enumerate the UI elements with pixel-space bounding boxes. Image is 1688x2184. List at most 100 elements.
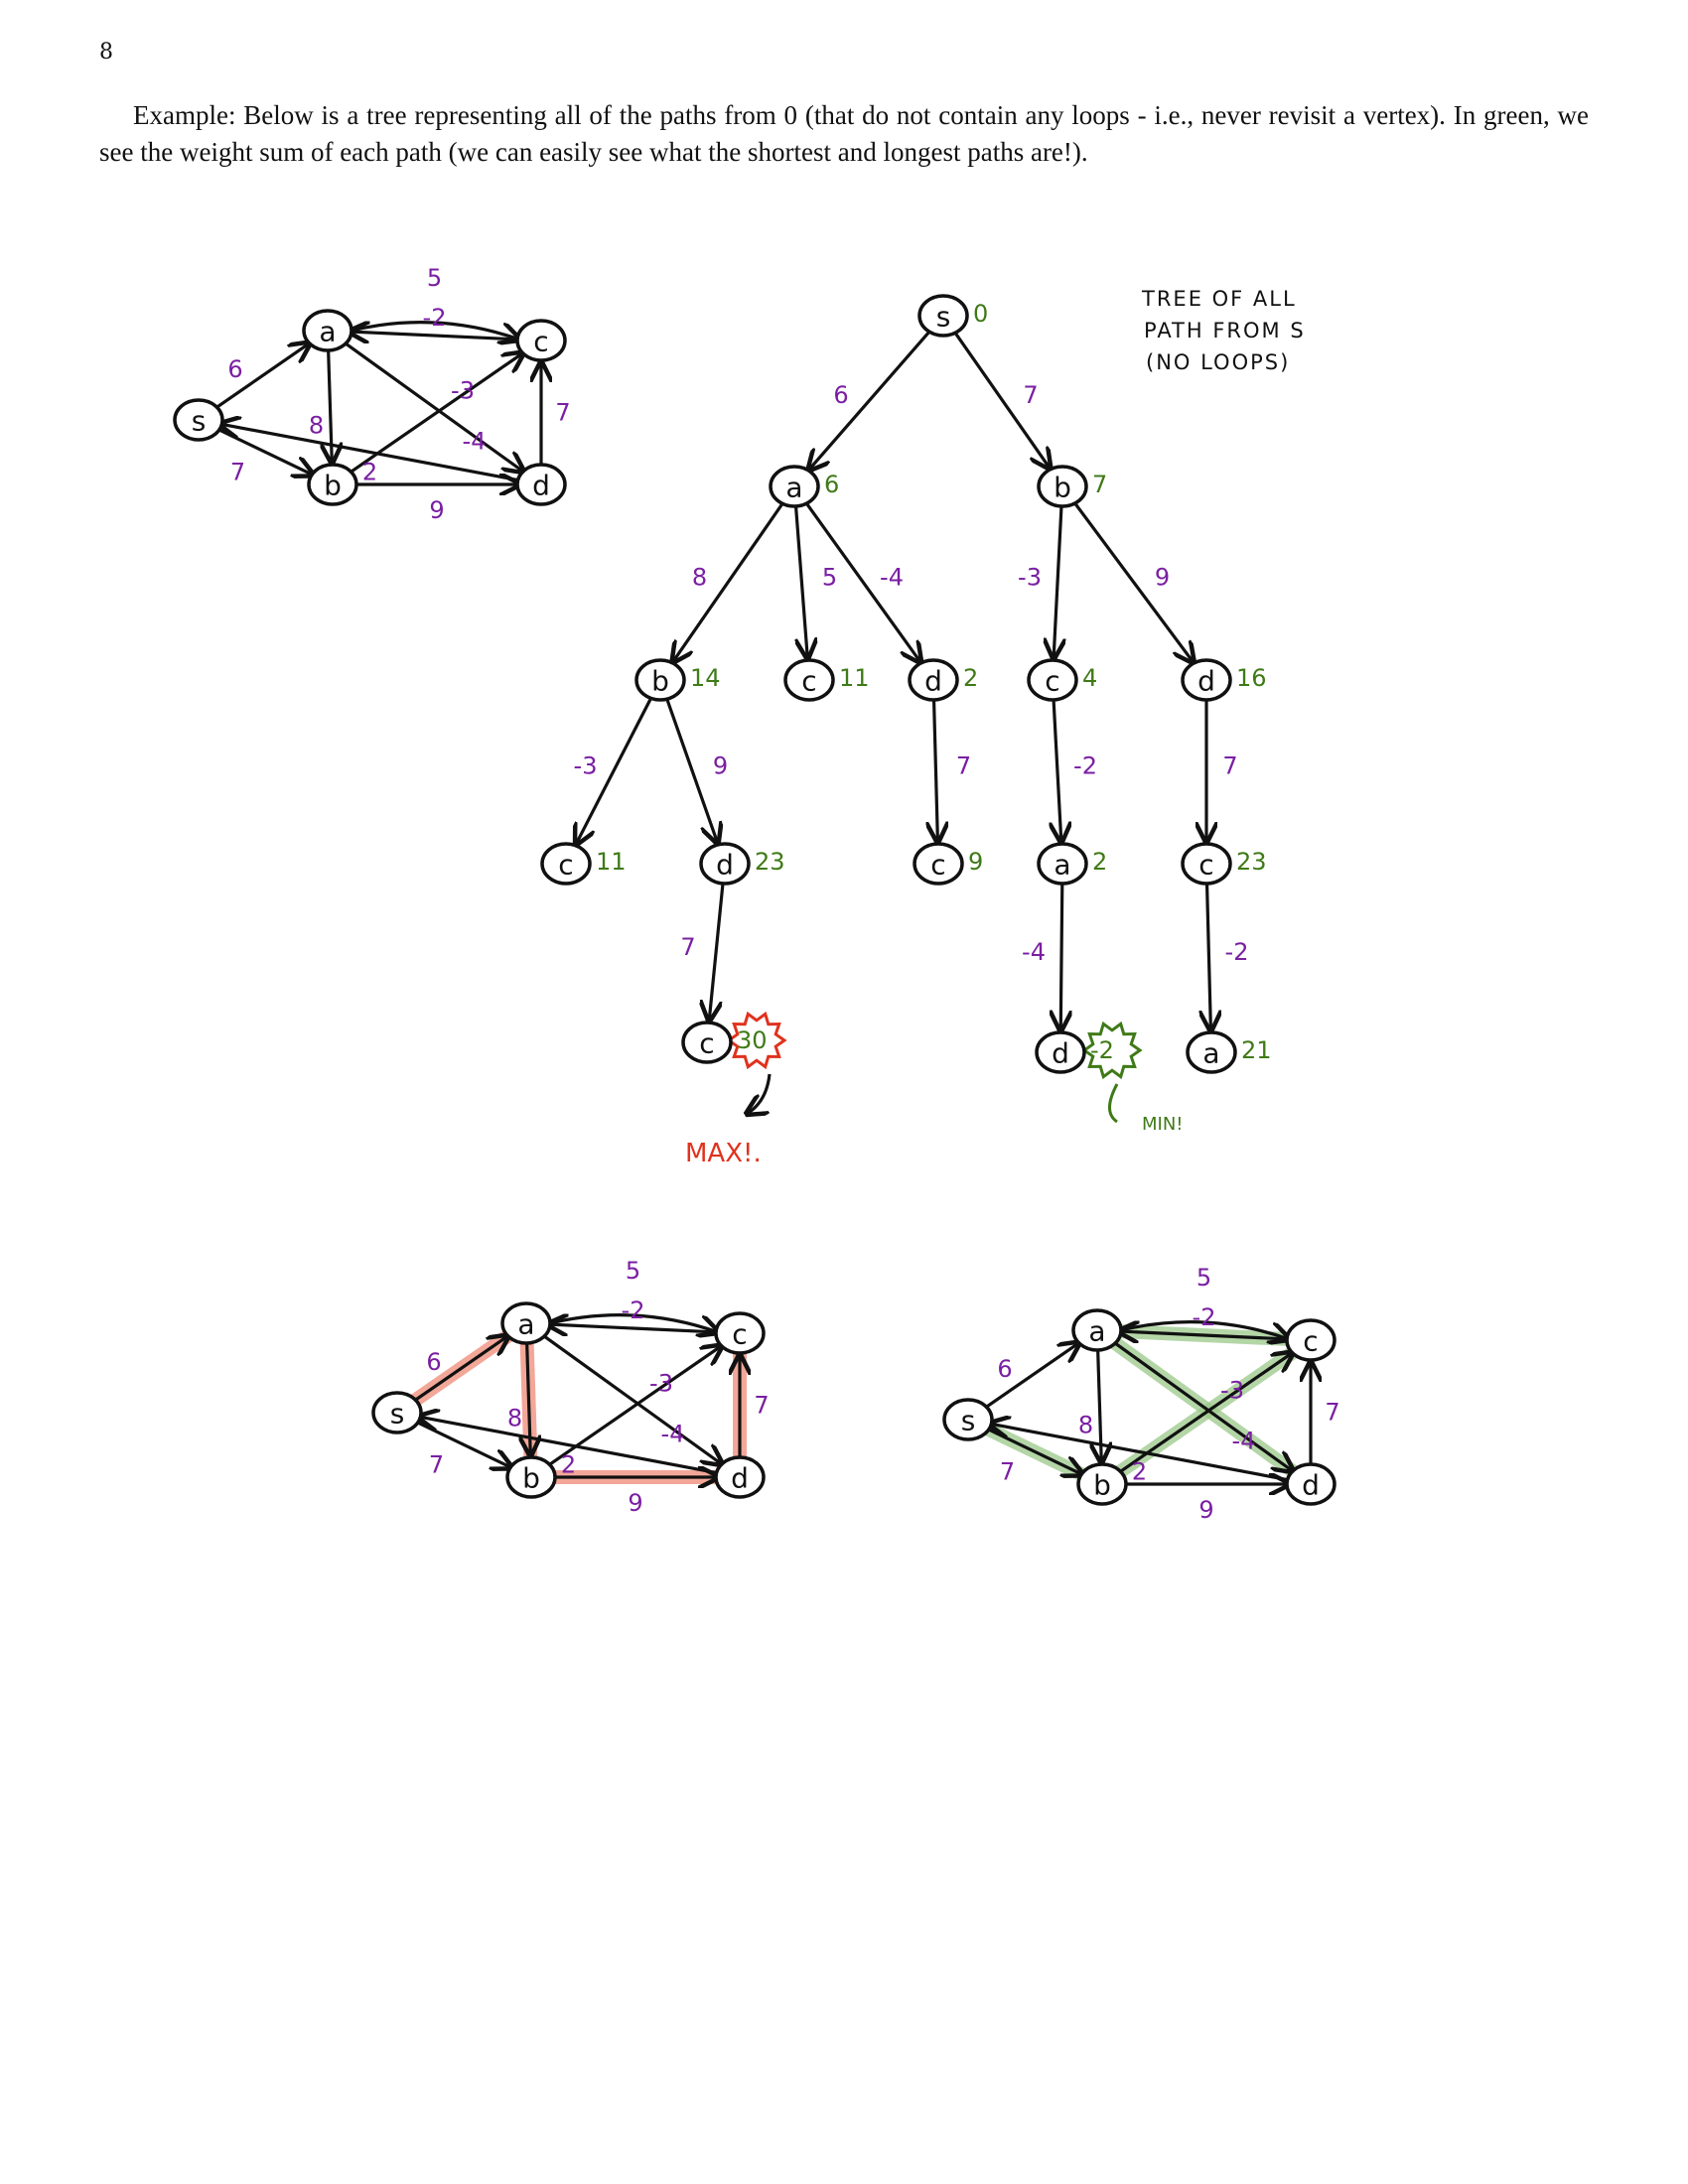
intro-paragraph: Example: Below is a tree representing al… — [99, 100, 1589, 167]
highlight-layer — [390, 1011, 1318, 1491]
max-pointer — [747, 1073, 772, 1114]
tree-sum-t_abdc: 30 — [737, 1026, 768, 1054]
tree-node-t_ac-circle — [783, 658, 835, 702]
graph-top-weight-bd: 9 — [429, 496, 444, 524]
tree-sum-t_bcad: -2 — [1090, 1036, 1114, 1064]
graph-top-node-d-circle — [515, 463, 567, 506]
graph-max-node-s-circle — [371, 1391, 423, 1434]
tree-node-t_bdca-label: a — [1202, 1037, 1219, 1070]
tree-sum-t_bdca: 21 — [1241, 1036, 1272, 1064]
tree-node-t_b-circle — [1037, 465, 1088, 508]
tree-node-t_bdc-label: c — [1198, 849, 1213, 882]
tree-weight-t_s-t_b: 7 — [1023, 381, 1038, 409]
tree-weight-t_bdc-t_bdca: -2 — [1225, 938, 1249, 966]
tree-sum-t_s: 0 — [973, 300, 988, 328]
tree-weight-t_a-t_ab: 8 — [692, 564, 707, 592]
graph-top-weight-ac: 5 — [427, 264, 442, 292]
tree-edge-t_a-t_ad — [804, 501, 921, 662]
graph-top-weight-ca: -2 — [423, 304, 447, 332]
tree-node-t_adc-label: c — [930, 849, 945, 882]
tree-node-t_s-circle — [917, 294, 969, 338]
graph-min-weight-bc: -3 — [1220, 1377, 1244, 1405]
tree-edge-t_a-t_ab — [673, 501, 784, 661]
tree-node-t_bc-circle — [1027, 658, 1078, 702]
graph-min-edge-ds — [990, 1424, 1292, 1482]
tree-node-t_bdc-circle — [1181, 842, 1232, 886]
graph-max-weight-ds: 2 — [561, 1451, 576, 1479]
tree-node-t_abc-label: c — [558, 849, 573, 882]
graph-min-edge-sa — [983, 1343, 1078, 1410]
tree-note-line-1: PATH FROM S — [1144, 319, 1306, 342]
tree-node-t_ab-circle — [634, 658, 686, 702]
tree-sum-t_abd: 23 — [755, 848, 785, 876]
graph-max-edge-bc — [546, 1346, 721, 1467]
graph-max-node-c-circle — [714, 1311, 766, 1355]
tree-node-t_b-label: b — [1054, 472, 1071, 504]
tree-note-line-0: TREE OF ALL — [1141, 287, 1297, 311]
graph-max-weight-bc: -3 — [649, 1370, 673, 1398]
graph-min-weight-bd: 9 — [1198, 1496, 1213, 1524]
graph-top-edge-ad — [343, 341, 523, 472]
graph-top-weight-ad: -4 — [463, 428, 487, 456]
graph-min-node-b-circle — [1076, 1462, 1128, 1506]
tree-edge-t_bdc-t_bdca — [1207, 883, 1211, 1030]
tree-edge-t_ad-t_adc — [934, 699, 938, 842]
graph-max-node-s-label: s — [390, 1398, 405, 1431]
tree-edge-t_ab-t_abc — [576, 697, 653, 845]
tree-node-t_bd-label: d — [1197, 665, 1215, 698]
graph-max-node-b-circle — [505, 1455, 557, 1499]
tree-weight-t_bd-t_bdc: 7 — [1222, 752, 1237, 780]
tree-node-t_bca-label: a — [1054, 849, 1070, 882]
graph-max-weight-dc: 7 — [754, 1392, 769, 1420]
labels-layer: 675-28-4-3972sabcd675-28-4-3972sabcd675-… — [192, 264, 1340, 1524]
tree-note-line-2: (NO LOOPS) — [1146, 350, 1290, 374]
tree-node-t_bcad-label: d — [1052, 1037, 1069, 1070]
tree-edge-t_s-t_b — [953, 331, 1050, 469]
tree-sum-t_ab: 14 — [690, 664, 721, 692]
graph-top-node-c-circle — [515, 319, 567, 362]
graph-top-node-d-label: d — [532, 470, 550, 502]
tree-edge-t_bca-t_bcad — [1060, 883, 1062, 1030]
tree-sum-t_bca: 2 — [1092, 848, 1107, 876]
page-number: 8 — [99, 40, 113, 65]
graph-max-node-a-circle — [500, 1301, 552, 1345]
graph-top-weight-sb: 7 — [230, 459, 245, 486]
graph-max-weight-sa: 6 — [426, 1348, 441, 1376]
graph-top-weight-sa: 6 — [227, 355, 242, 383]
graph-min-weight-sa: 6 — [997, 1355, 1012, 1383]
tree-node-t_s-label: s — [936, 301, 951, 334]
graph-min-node-b-label: b — [1093, 1469, 1111, 1502]
tree-weight-t_b-t_bd: 9 — [1155, 564, 1170, 592]
tree-node-t_a-circle — [769, 465, 820, 508]
graph-min-edge-ca — [1119, 1331, 1292, 1339]
graph-top-edge-ds — [220, 424, 522, 482]
tree-node-t_abdc-label: c — [699, 1027, 714, 1060]
tree-sum-t_adc: 9 — [968, 848, 983, 876]
graph-min-node-s-label: s — [961, 1405, 976, 1437]
tree-sum-t_bd: 16 — [1236, 664, 1267, 692]
graph-min-node-a-circle — [1071, 1308, 1123, 1352]
graph-min-edge-ad — [1112, 1340, 1293, 1471]
graph-max-edge-ds — [419, 1417, 721, 1475]
tree-sum-t_a: 6 — [824, 471, 839, 498]
tree-weight-t_s-t_a: 6 — [833, 381, 848, 409]
tree-weight-t_bc-t_bca: -2 — [1073, 752, 1097, 780]
graph-top-node-a-label: a — [319, 316, 336, 348]
tree-node-t_bd-circle — [1181, 658, 1232, 702]
graph-min-node-d-circle — [1285, 1462, 1336, 1506]
tree-node-t_ab-label: b — [651, 665, 669, 698]
graph-top-weight-ds: 2 — [362, 459, 377, 486]
tree-weight-t_a-t_ac: 5 — [822, 564, 837, 592]
tree-edge-t_s-t_a — [808, 330, 932, 470]
tree-weight-t_ab-t_abc: -3 — [574, 752, 598, 780]
tree-node-t_a-label: a — [785, 472, 802, 504]
tree-weight-t_a-t_ad: -4 — [880, 564, 904, 592]
graph-max-edge-ca — [548, 1324, 721, 1332]
tree-node-t_bca-circle — [1037, 842, 1088, 886]
min-pointer — [1108, 1083, 1119, 1124]
graph-min-node-d-label: d — [1302, 1469, 1320, 1502]
tree-edge-t_b-t_bc — [1054, 505, 1061, 658]
graph-min-node-c-label: c — [1303, 1325, 1318, 1358]
nodes-layer — [173, 294, 1336, 1506]
